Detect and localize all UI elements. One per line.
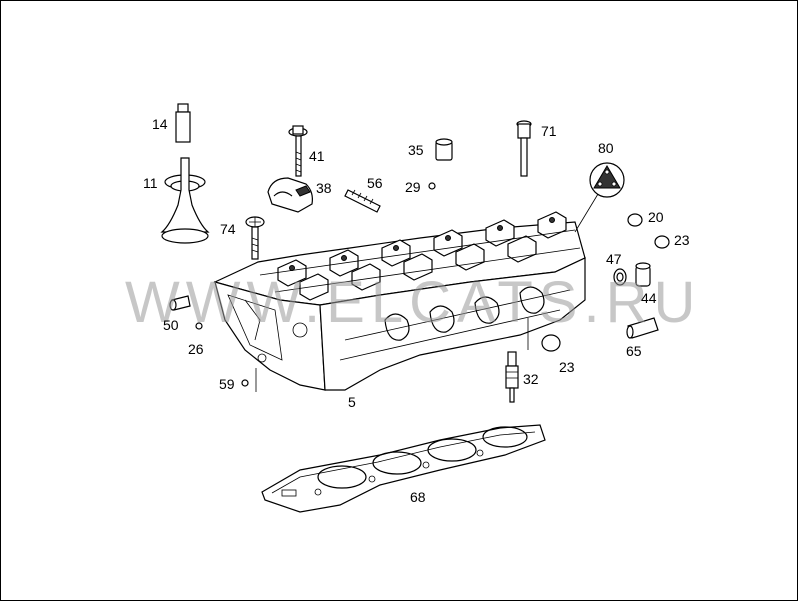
dowel-sleeve[interactable] <box>169 295 191 311</box>
label-32: 32 <box>523 371 539 387</box>
label-50: 50 <box>163 317 179 333</box>
label-23-lower: 23 <box>559 359 575 375</box>
label-56: 56 <box>367 175 383 191</box>
o-ring-26[interactable] <box>195 322 203 330</box>
label-29: 29 <box>405 179 421 195</box>
label-35: 35 <box>408 142 424 158</box>
label-5: 5 <box>348 394 356 410</box>
seal-ring[interactable] <box>613 268 627 286</box>
plug-20[interactable] <box>627 213 643 227</box>
label-44: 44 <box>641 290 657 306</box>
label-23-upper: 23 <box>674 232 690 248</box>
label-26: 26 <box>188 341 204 357</box>
bolt-41[interactable] <box>288 125 308 177</box>
bearing-cap[interactable] <box>267 177 313 213</box>
label-59: 59 <box>219 376 235 392</box>
valve[interactable] <box>160 157 210 244</box>
label-11: 11 <box>143 175 158 191</box>
watermark: WWW.ELCATS.RU <box>125 270 701 335</box>
triangular-plate[interactable] <box>574 162 625 233</box>
label-20: 20 <box>648 209 664 225</box>
label-47: 47 <box>606 251 622 267</box>
pin-65[interactable] <box>626 317 659 339</box>
label-14: 14 <box>152 116 168 132</box>
label-38: 38 <box>316 180 332 196</box>
plug-23-lower[interactable] <box>541 334 561 352</box>
bolt-74[interactable] <box>245 216 265 260</box>
label-80: 80 <box>598 140 614 156</box>
screw-plug[interactable] <box>635 262 651 287</box>
sleeve[interactable] <box>435 138 453 161</box>
o-ring-59[interactable] <box>241 379 249 387</box>
stud[interactable] <box>344 189 381 213</box>
label-71: 71 <box>541 123 557 139</box>
label-65: 65 <box>626 343 642 359</box>
cylinder-head[interactable] <box>213 211 586 391</box>
label-74: 74 <box>220 221 236 237</box>
bolt-71[interactable] <box>516 120 532 177</box>
label-68: 68 <box>410 489 426 505</box>
o-ring-29[interactable] <box>428 182 436 190</box>
valve-stem-seal[interactable] <box>175 103 191 143</box>
head-gasket[interactable] <box>261 424 546 513</box>
label-41: 41 <box>309 148 325 164</box>
plug-23-upper[interactable] <box>654 235 670 249</box>
spark-plug[interactable] <box>505 351 519 403</box>
